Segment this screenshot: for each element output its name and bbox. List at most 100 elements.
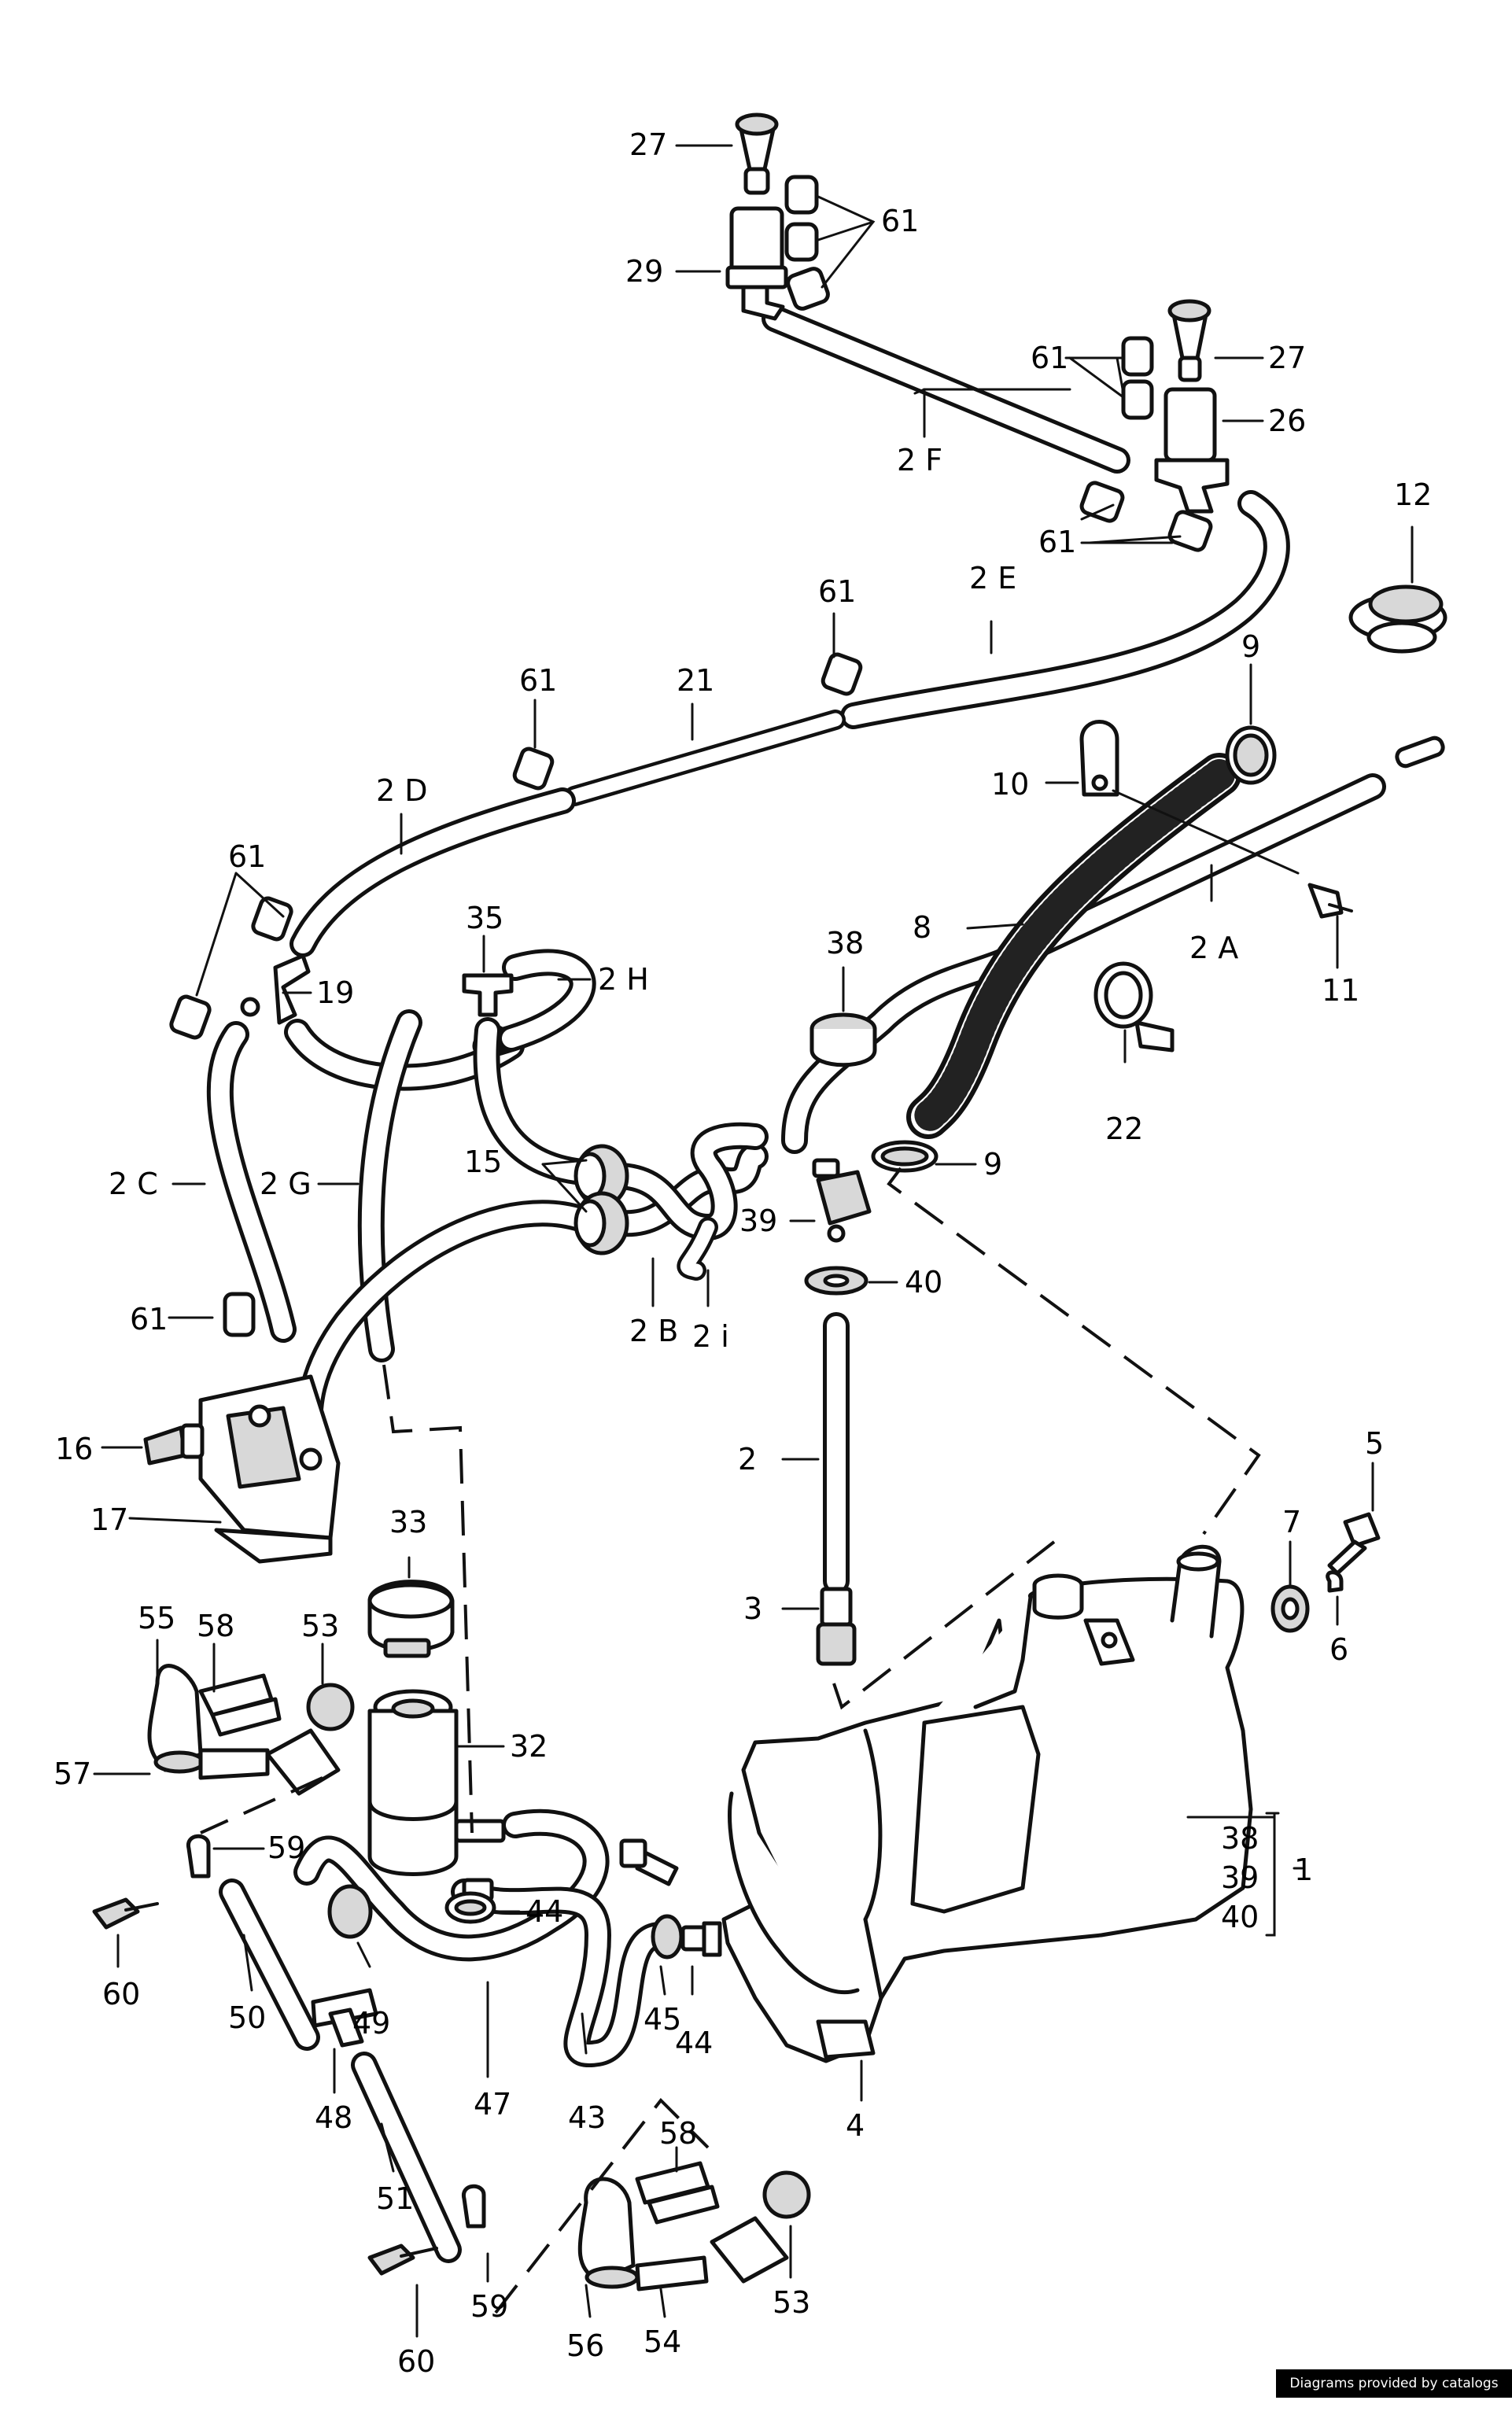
label-29: 29 xyxy=(625,254,663,289)
credit-banner: Diagrams provided by catalogs parts xyxy=(1276,2369,1512,2420)
pump-39 xyxy=(812,1158,872,1243)
hose-2E xyxy=(840,490,1290,729)
label-61: 61 xyxy=(130,1302,168,1337)
label-7: 7 xyxy=(1282,1505,1301,1539)
label-39: 39 xyxy=(1221,1860,1259,1895)
label-9: 9 xyxy=(983,1147,1002,1182)
label-2B: 2 B xyxy=(629,1314,678,1348)
nozzle-27-top xyxy=(735,112,779,195)
nozzle-27-right xyxy=(1167,299,1211,382)
clamp-44-left xyxy=(444,1891,496,1924)
label-21: 21 xyxy=(677,663,714,698)
bolt-pump-mount xyxy=(619,1838,679,1886)
label-61: 61 xyxy=(228,839,266,874)
label-12: 12 xyxy=(1394,477,1432,512)
hose-43 xyxy=(451,1878,674,2068)
label-2: 2 xyxy=(738,1442,757,1477)
label-44: 44 xyxy=(675,2026,713,2060)
label-61: 61 xyxy=(818,574,856,609)
label-61: 61 xyxy=(1038,525,1076,559)
label-35: 35 xyxy=(466,901,503,935)
label-27: 27 xyxy=(629,127,667,162)
clip-58 xyxy=(198,1673,282,1737)
screw-11 xyxy=(1307,883,1353,919)
cap-12 xyxy=(1348,584,1447,654)
label-58: 58 xyxy=(659,2116,697,2151)
hose-2D xyxy=(289,787,576,957)
label-15: 15 xyxy=(464,1145,502,1179)
label-60: 60 xyxy=(397,2344,435,2379)
label-51: 51 xyxy=(376,2181,414,2216)
label-27: 27 xyxy=(1268,341,1306,375)
label-2C: 2 C xyxy=(109,1167,158,1201)
label-2D: 2 D xyxy=(376,773,428,808)
label-40: 40 xyxy=(905,1265,942,1300)
label-2F: 2 F xyxy=(897,443,942,477)
label-8: 8 xyxy=(913,910,931,945)
label-26: 26 xyxy=(1268,404,1306,438)
label-57: 57 xyxy=(53,1757,91,1791)
nut-38 xyxy=(809,1012,877,1067)
label-6: 6 xyxy=(1329,1632,1348,1667)
label-11: 11 xyxy=(1322,973,1359,1008)
label-38: 38 xyxy=(1221,1821,1259,1856)
connector-48-49 xyxy=(311,1884,378,2048)
label-48: 48 xyxy=(315,2100,352,2135)
label-10: 10 xyxy=(991,767,1029,802)
label-32: 32 xyxy=(510,1729,548,1764)
hose-50 xyxy=(219,1878,320,2051)
hose-2i xyxy=(677,1217,718,1281)
clamp-33 xyxy=(367,1580,455,1658)
label-50: 50 xyxy=(228,2000,266,2035)
label-2i: 2 i xyxy=(692,1319,729,1354)
label-61: 61 xyxy=(1031,341,1068,375)
nozzle-29 xyxy=(725,206,788,321)
label-17: 17 xyxy=(90,1502,128,1537)
label-49: 49 xyxy=(352,2006,390,2041)
label-45: 45 xyxy=(644,2002,681,2037)
grommet-7-bolt-5-washer-6 xyxy=(1270,1512,1381,1633)
hose-15-upper xyxy=(473,1017,769,1241)
pump-assembly-17 xyxy=(198,1374,341,1564)
label-59: 59 xyxy=(470,2289,508,2324)
leader-lines xyxy=(93,144,1414,2338)
label-56: 56 xyxy=(566,2328,604,2363)
label-22: 22 xyxy=(1105,1112,1143,1146)
seal-40 xyxy=(804,1266,868,1296)
connectors-15 xyxy=(573,1144,629,1255)
label-5: 5 xyxy=(1365,1426,1384,1461)
hose-51 xyxy=(351,2052,462,2263)
clamp-22 xyxy=(1093,961,1175,1053)
label-19: 19 xyxy=(316,975,354,1010)
label-61: 61 xyxy=(519,663,557,698)
filler-neck-hose-8 xyxy=(906,753,1241,1139)
label-3: 3 xyxy=(743,1591,762,1626)
clips-59-screw-60-left xyxy=(92,1834,211,1930)
label-4: 4 xyxy=(846,2108,865,2143)
elbow-55 xyxy=(147,1664,205,1774)
label-54: 54 xyxy=(644,2325,681,2359)
label-47: 47 xyxy=(474,2087,511,2122)
plug-16 xyxy=(143,1423,205,1466)
hose-47 xyxy=(293,1808,610,1962)
label-59: 59 xyxy=(267,1831,305,1865)
clamp-9-top xyxy=(1225,725,1277,785)
callout-labels: 27 29 61 61 27 26 2 F 61 12 61 2 E 21 61… xyxy=(53,127,1432,2379)
label-9: 9 xyxy=(1241,629,1260,664)
label-2G: 2 G xyxy=(260,1167,312,1201)
label-39: 39 xyxy=(739,1204,777,1238)
nozzle-26 xyxy=(1154,387,1230,514)
filter-3 xyxy=(816,1587,857,1666)
bottom-valve-assembly xyxy=(367,2161,811,2291)
label-16: 16 xyxy=(55,1432,93,1466)
clamp-9-lower xyxy=(871,1140,939,1173)
pump-32 xyxy=(367,1689,506,1902)
label-43: 43 xyxy=(568,2100,606,2135)
label-58: 58 xyxy=(197,1609,234,1643)
label-44: 44 xyxy=(526,1894,563,1929)
label-38: 38 xyxy=(826,926,864,960)
hose-2A xyxy=(781,773,1386,1154)
label-1: 1 xyxy=(1294,1853,1313,1887)
label-53: 53 xyxy=(301,1609,339,1643)
